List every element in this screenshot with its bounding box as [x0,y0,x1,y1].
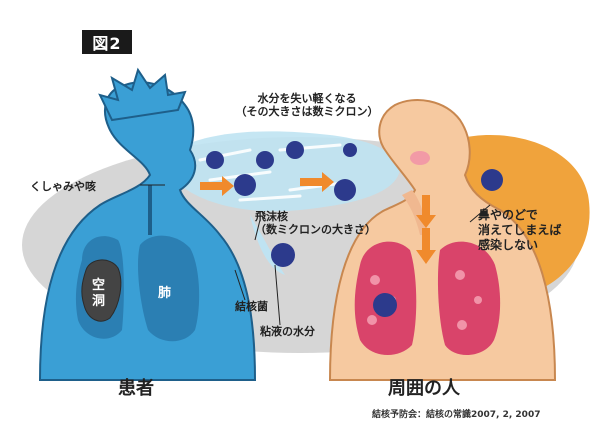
source-citation: 結核予防会：結核の常識2007, 2, 2007 [372,410,541,420]
label-droplet-nucleus: 飛沫核 （数ミクロンの大きさ） [255,210,376,236]
person-throat [402,190,428,235]
person-cheek [410,151,430,165]
patient-hair [98,67,187,122]
nose-throat-line-2: 消えてしまえば [478,223,562,237]
cavity-char-1: 空 [92,278,106,293]
spray-tail [250,215,285,275]
label-lung: 肺 [158,286,172,301]
flow-arrows [200,172,436,264]
label-sneeze-cough: くしゃみや咳 [30,180,96,193]
nose-throat-line-1: 鼻やのどで [478,208,538,222]
label-nose-throat: 鼻やのどで 消えてしまえば 感染しない [478,208,561,253]
label-people-around: 周囲の人 [388,378,460,399]
caption-block: 水分を失い軽くなる （その大きさは数ミクロン） [222,92,392,118]
leader-lines [140,184,491,326]
label-patient: 患者 [118,378,154,399]
patient-lung-right [137,235,200,342]
nose-throat-line-3: 感染しない [478,238,539,252]
caption-line-1: 水分を失い軽くなる [257,92,357,105]
label-mucus-water: 粘液の水分 [260,325,315,338]
cavity-char-2: 洞 [92,293,106,309]
label-tb-bacteria: 結核菌 [235,300,268,313]
droplet-nucleus-size: （数ミクロンの大きさ） [255,223,376,237]
droplet-nucleus-title: 飛沫核 [255,210,288,223]
figure-label: 図2 [82,30,132,54]
label-cavity: 空 洞 [92,278,105,309]
germs [206,141,503,317]
caption-line-2: （その大きさは数ミクロン） [235,105,379,119]
person-lung-right [437,241,501,356]
patient-cavity [81,259,122,322]
